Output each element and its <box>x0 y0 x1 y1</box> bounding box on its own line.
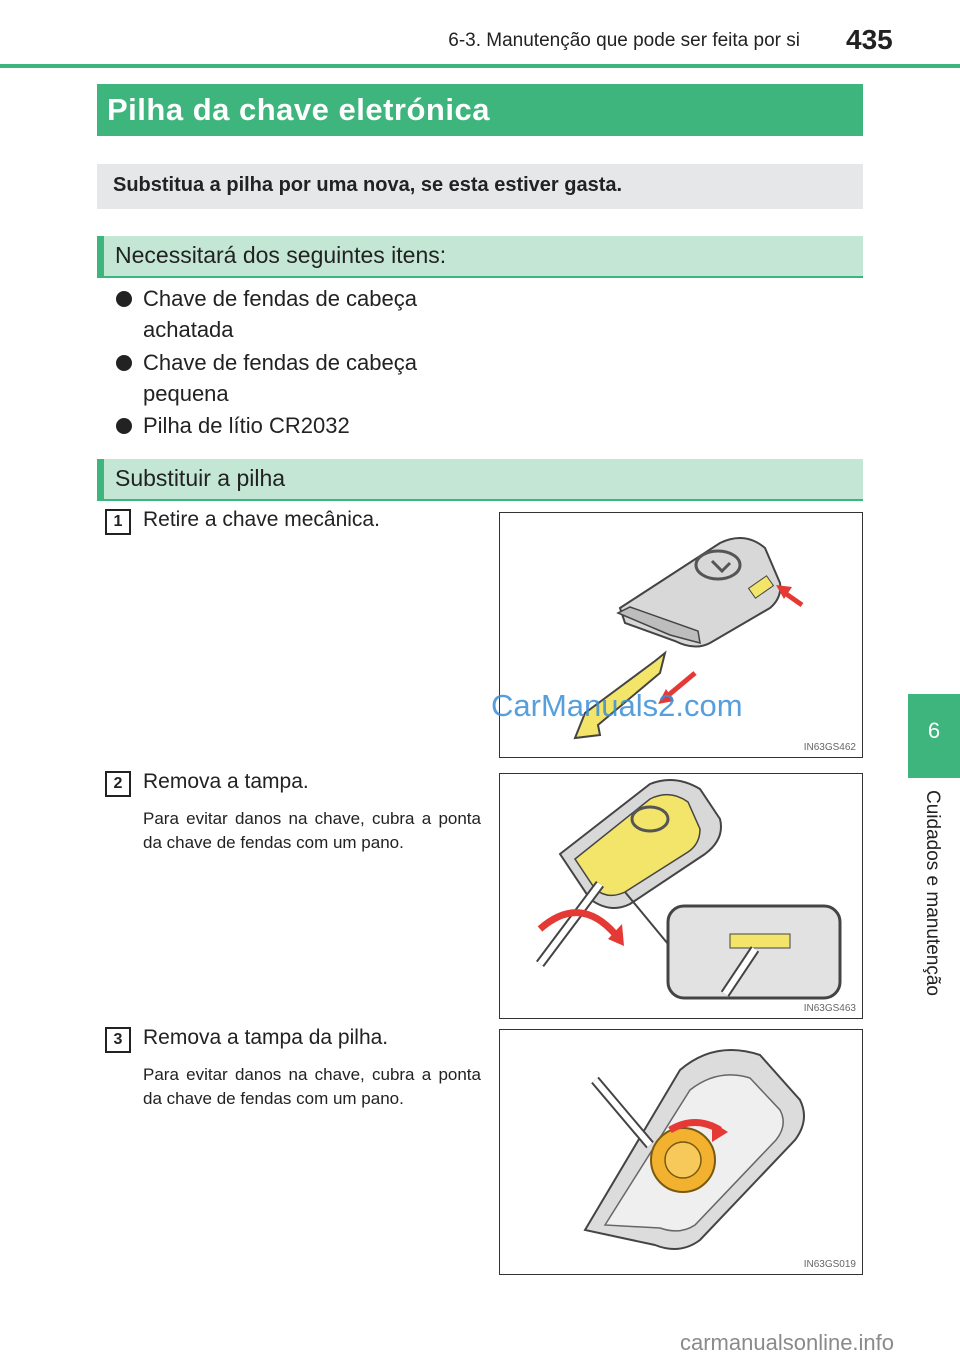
footer-watermark: carmanualsonline.info <box>680 1330 895 1355</box>
replace-battery-heading: Substituir a pilha <box>115 465 286 491</box>
replace-battery-heading-bar: Substituir a pilha <box>97 459 863 501</box>
step-note: Para evitar danos na chave, cubra a pont… <box>143 809 481 852</box>
intro-box: Substitua a pilha por uma nova, se esta … <box>97 164 863 209</box>
list-item: Pilha de lítio CR2032 <box>116 410 496 441</box>
step-instruction: Retire a chave mecânica. <box>143 508 380 531</box>
figure-code: IN63GS019 <box>803 1259 856 1270</box>
chapter-title-vertical: Cuidados e manutenção <box>922 790 943 996</box>
step-instruction: Remova a tampa da pilha. <box>143 1026 389 1049</box>
page-title: Pilha da chave eletrónica <box>107 92 490 127</box>
step-number: 2 <box>105 771 131 797</box>
page-title-bar: Pilha da chave eletrónica <box>97 84 863 136</box>
step-3-figure: IN63GS019 <box>499 1029 863 1275</box>
intro-text: Substitua a pilha por uma nova, se esta … <box>113 174 623 196</box>
bullet-icon <box>116 418 132 434</box>
watermark-text: CarManuals2.com <box>491 688 743 723</box>
list-item-line2: achatada <box>143 317 234 342</box>
list-item: Chave de fendas de cabeça achatada <box>116 283 496 345</box>
step-2-figure: IN63GS463 <box>499 773 863 1019</box>
list-item-line1: Chave de fendas de cabeça <box>143 350 417 375</box>
list-item-line1: Pilha de lítio CR2032 <box>143 413 350 438</box>
step-instruction: Remova a tampa. <box>143 770 309 793</box>
page-number: 435 <box>846 24 893 55</box>
needed-items-heading-bar: Necessitará dos seguintes itens: <box>97 236 863 278</box>
step-number: 1 <box>105 509 131 535</box>
chapter-tab: 6 <box>908 694 960 778</box>
bullet-icon <box>116 291 132 307</box>
running-header-section: 6-3. Manutenção que pode ser feita por s… <box>448 30 800 51</box>
bullet-icon <box>116 355 132 371</box>
list-item: Chave de fendas de cabeça pequena <box>116 347 496 409</box>
header-rule <box>0 64 960 68</box>
figure-code: IN63GS463 <box>803 1003 856 1014</box>
figure-code: IN63GS462 <box>803 742 856 753</box>
step-1-figure: IN63GS462 <box>499 512 863 758</box>
list-item-line1: Chave de fendas de cabeça <box>143 286 417 311</box>
list-item-line2: pequena <box>143 381 229 406</box>
needed-items-heading: Necessitará dos seguintes itens: <box>115 242 447 268</box>
chapter-number: 6 <box>927 718 941 743</box>
step-note: Para evitar danos na chave, cubra a pont… <box>143 1065 481 1108</box>
step-number: 3 <box>105 1027 131 1053</box>
